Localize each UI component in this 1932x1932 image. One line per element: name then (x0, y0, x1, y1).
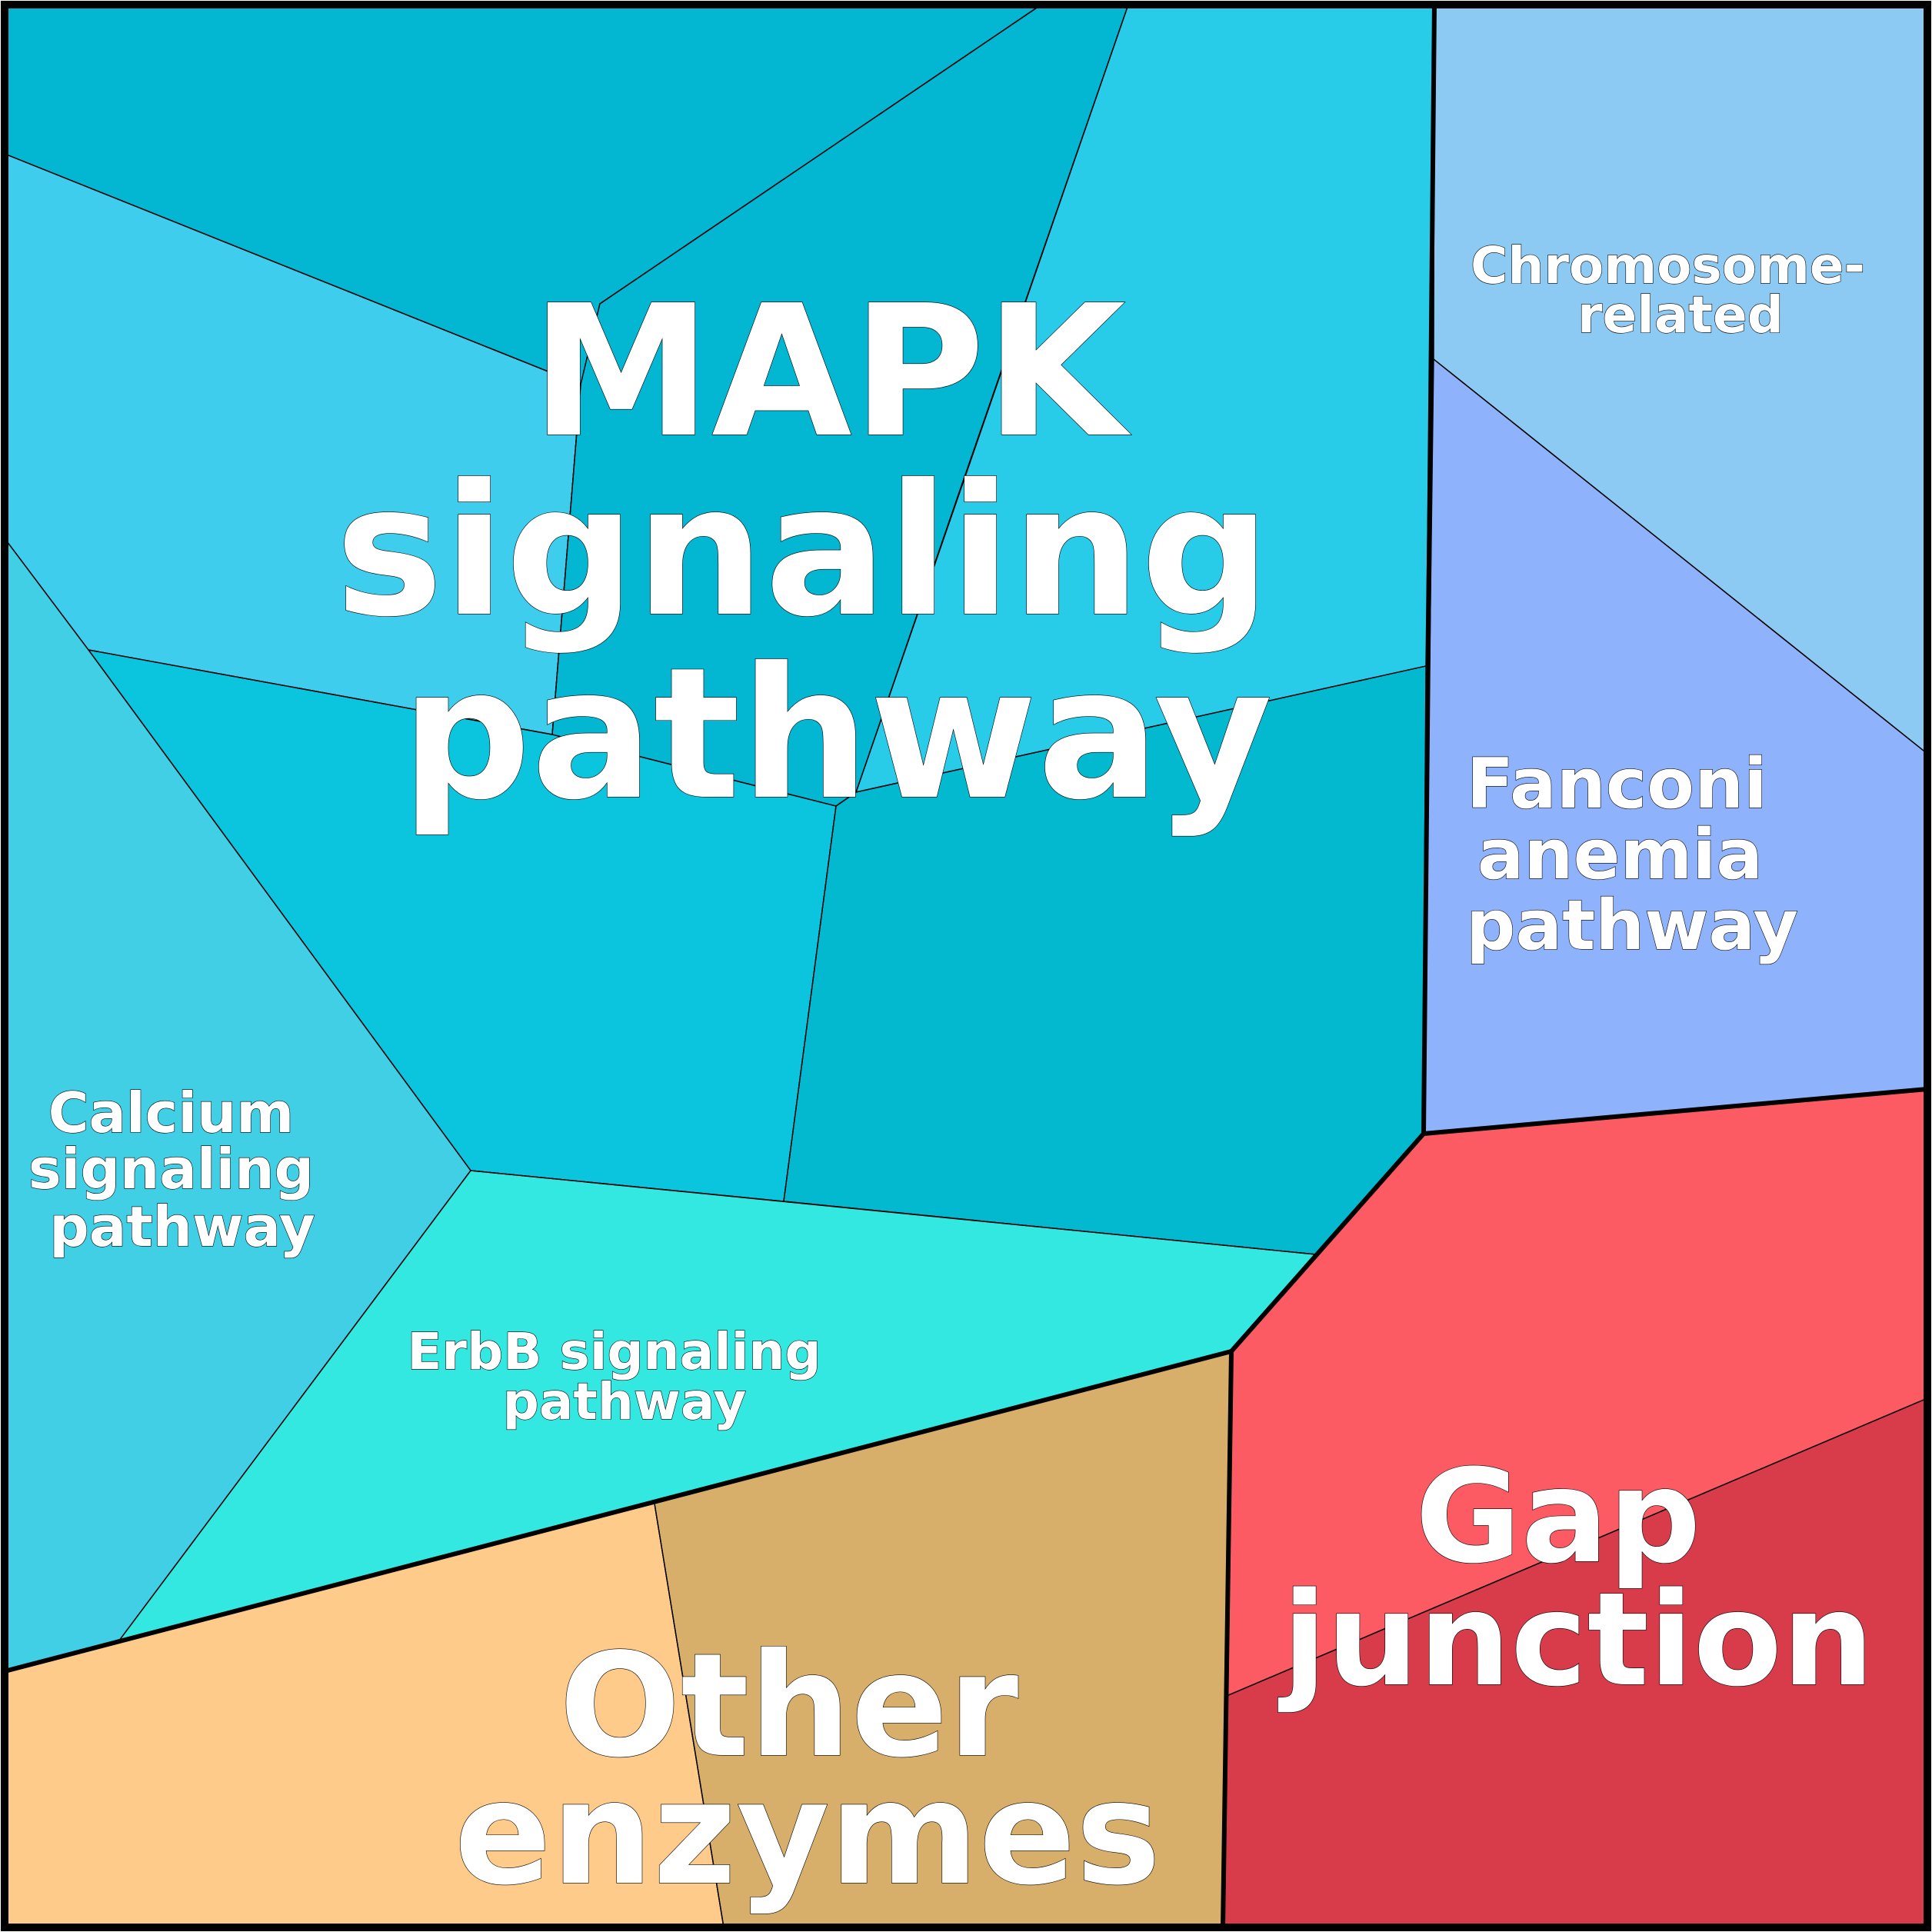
label-mapk-line-2: signaling (335, 445, 1271, 657)
label-calcium-line-3: pathway (49, 1194, 315, 1259)
divider-line (783, 805, 837, 1202)
boundary-fanconi-gap (1421, 1087, 1930, 1136)
boundary-mapk-right (2, 2, 1437, 1674)
divider-line (599, 4, 1042, 305)
label-erbb: ErbB signaling pathway (407, 1322, 838, 1431)
divider-line (654, 1503, 724, 1928)
label-other-line-2: enzymes (455, 1750, 1161, 1917)
label-chromosome-line-2: related (1577, 285, 1784, 345)
label-fanconi-line-2: anemia (1477, 814, 1763, 895)
label-erbb-line-2: pathway (503, 1372, 747, 1431)
label-other: Other enzymes (455, 1622, 1161, 1917)
label-mapk: MAPK signaling pathway (335, 266, 1334, 840)
label-mapk-line-3: pathway (401, 628, 1273, 840)
label-calcium: Calcium signaling pathway (28, 1081, 333, 1259)
label-chromosome-line-1: Chromosome- (1471, 236, 1865, 295)
divider-line (4, 153, 581, 385)
divider-line (118, 1170, 471, 1641)
label-gap: Gap junction (1277, 1441, 1874, 1715)
label-calcium-line-1: Calcium (48, 1081, 295, 1145)
label-mapk-line-1: MAPK (531, 266, 1131, 478)
boundary-gap-other (1221, 1349, 1234, 1930)
divider-line (551, 384, 581, 735)
labels: MAPK signaling pathway Chromosome- relat… (28, 235, 1883, 1917)
divider-line (470, 1170, 1317, 1255)
label-calcium-line-2: signaling (28, 1137, 314, 1201)
divider-line (1433, 358, 1928, 754)
label-fanconi: Fanconi anemia pathway (1466, 744, 1798, 966)
label-gap-line-1: Gap (1415, 1441, 1701, 1592)
mapk-internal-lines (4, 4, 1928, 1928)
label-fanconi-line-3: pathway (1466, 885, 1798, 966)
label-erbb-line-1: ErbB signaling (407, 1322, 821, 1381)
divider-line (1226, 1397, 1928, 1697)
label-chromosome: Chromosome- related (1471, 236, 1883, 345)
label-fanconi-line-1: Fanconi (1467, 744, 1767, 824)
divider-line (4, 538, 471, 1171)
divider-line (855, 4, 1129, 793)
label-gap-line-2: junction (1277, 1564, 1874, 1715)
label-other-line-1: Other (559, 1622, 1019, 1789)
